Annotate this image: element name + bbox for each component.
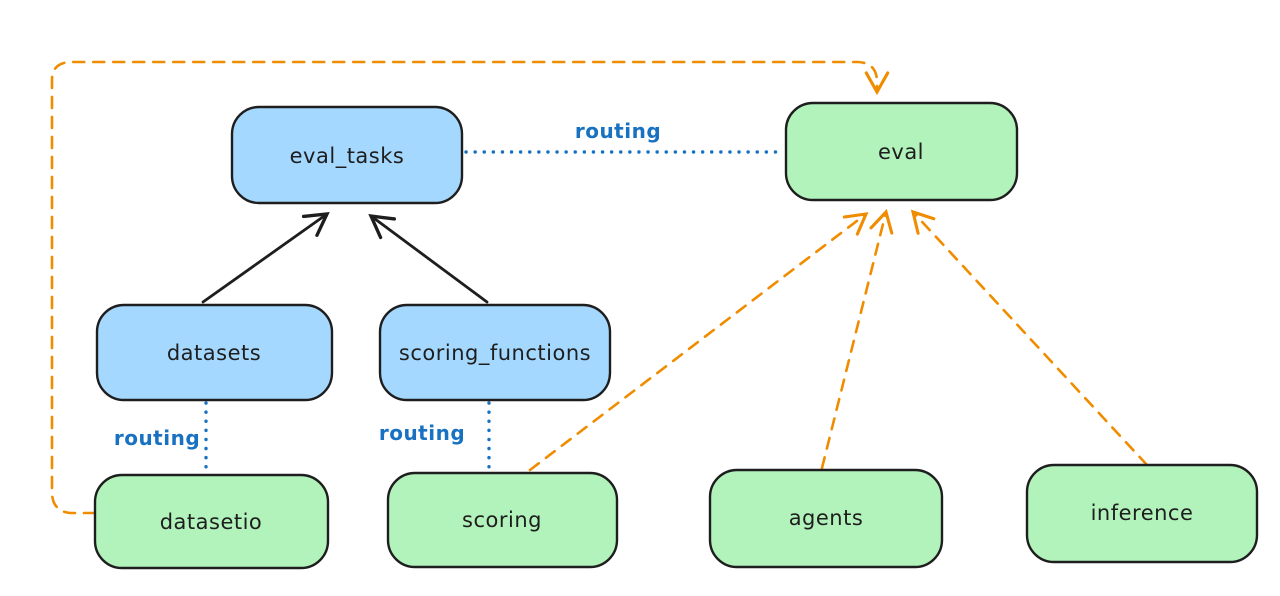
routing-label-scoring-functions-scoring: routing: [379, 421, 465, 445]
edge-scoring-functions-to-eval-tasks-arrow: [368, 213, 489, 304]
edge-datasets-to-eval-tasks-arrow: [201, 212, 330, 304]
node-datasets: datasets: [95, 303, 334, 402]
node-scoring-label: scoring: [462, 508, 542, 532]
routing-label-eval-tasks-eval: routing: [575, 119, 661, 143]
node-eval-tasks-label: eval_tasks: [290, 144, 405, 169]
node-inference: inference: [1025, 463, 1259, 564]
node-eval: eval: [784, 101, 1019, 202]
node-scoring-functions-label: scoring_functions: [399, 341, 591, 366]
edge-datasetio-to-eval-dashed: [50, 60, 890, 515]
node-agents-label: agents: [789, 506, 864, 530]
node-agents: agents: [708, 468, 944, 569]
node-inference-shape: [1025, 463, 1259, 564]
routing-label-datasets-datasetio: routing: [114, 426, 200, 450]
node-datasetio-shape: [93, 473, 330, 570]
node-eval-tasks: eval_tasks: [230, 105, 464, 205]
edge-inference-to-eval-dashed: [910, 209, 1149, 467]
node-eval-shape: [784, 101, 1019, 202]
node-scoring: scoring: [386, 471, 619, 569]
edge-scoring-to-eval-dashed: [528, 212, 869, 472]
node-eval-tasks-shape: [230, 105, 464, 205]
node-agents-shape: [708, 468, 944, 569]
node-scoring-functions: scoring_functions: [378, 303, 612, 402]
node-datasetio-label: datasetio: [160, 510, 263, 534]
node-scoring-shape: [386, 471, 619, 569]
node-datasets-shape: [95, 303, 334, 402]
node-datasetio: datasetio: [93, 473, 330, 570]
node-inference-label: inference: [1091, 501, 1194, 525]
node-datasets-label: datasets: [167, 341, 261, 365]
edge-agents-to-eval-dashed: [820, 208, 894, 470]
node-eval-label: eval: [878, 140, 924, 164]
node-scoring-functions-shape: [378, 303, 612, 402]
